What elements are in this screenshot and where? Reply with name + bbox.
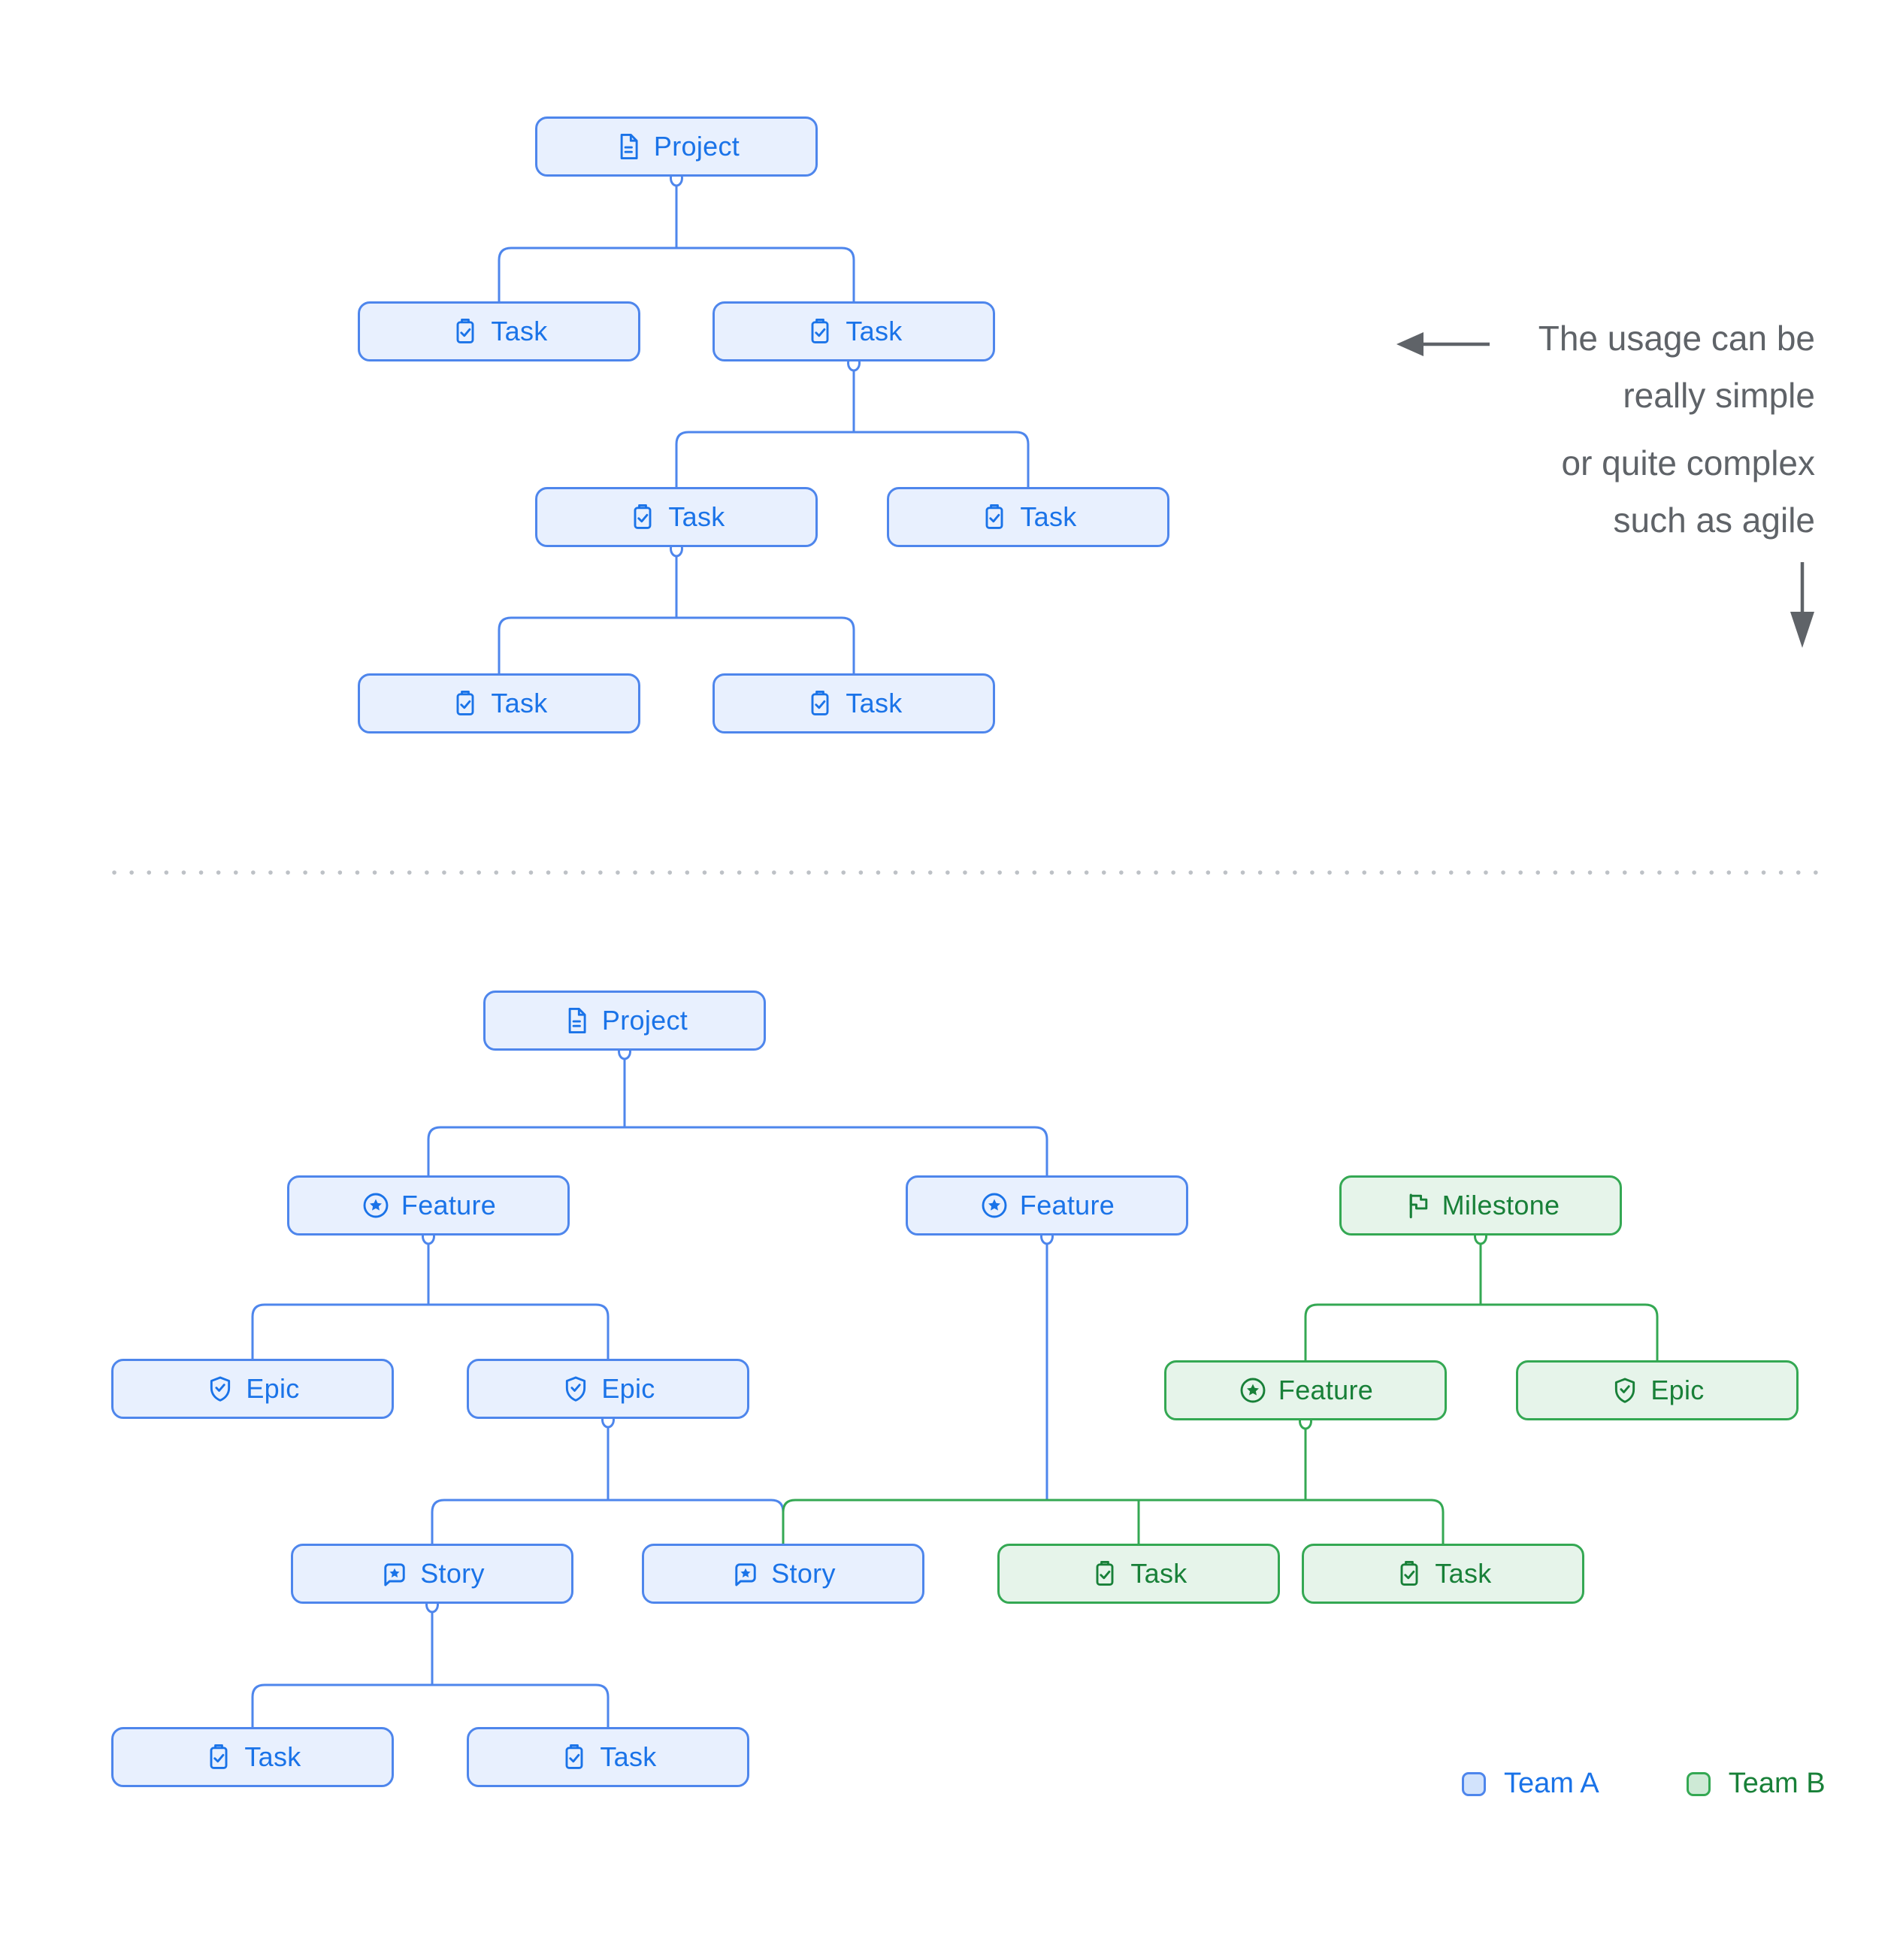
node-label: Task	[491, 316, 548, 346]
node-feature-1[interactable]: Feature	[287, 1175, 570, 1236]
annotation-simple: The usage can be really simple	[1538, 310, 1815, 424]
node-label: Task	[846, 688, 903, 718]
node-label: Epic	[1650, 1375, 1705, 1405]
annotation-complex: or quite complex such as agile	[1562, 434, 1816, 549]
task-icon	[1394, 1559, 1424, 1589]
node-task-3[interactable]: Task	[535, 487, 818, 547]
feature-icon	[1238, 1375, 1268, 1405]
annotation-line: really simple	[1623, 376, 1815, 415]
node-project[interactable]: Project	[483, 991, 766, 1051]
node-task-8[interactable]: Task	[467, 1727, 749, 1787]
team-a-swatch	[1462, 1771, 1486, 1796]
team-a-label: Team A	[1504, 1768, 1599, 1799]
node-label: Task	[1435, 1558, 1492, 1589]
node-label: Task	[668, 501, 725, 532]
task-icon	[628, 502, 658, 532]
story-icon	[380, 1559, 410, 1589]
node-label: Feature	[1278, 1375, 1374, 1405]
team-b-label: Team B	[1728, 1768, 1826, 1799]
annotation-line: or quite complex	[1561, 443, 1816, 482]
task-icon	[1090, 1559, 1120, 1589]
node-epic-team-b[interactable]: Epic	[1516, 1360, 1799, 1420]
task-icon	[805, 688, 835, 718]
node-label: Milestone	[1442, 1190, 1560, 1220]
node-feature-team-b[interactable]: Feature	[1164, 1360, 1447, 1420]
node-label: Task	[1130, 1558, 1187, 1589]
node-label: Feature	[1019, 1190, 1115, 1220]
document-icon	[613, 132, 643, 162]
epic-icon	[205, 1374, 235, 1404]
node-epic-2[interactable]: Epic	[467, 1359, 749, 1419]
legend: Team A Team B	[1462, 1768, 1826, 1800]
team-b-swatch	[1686, 1771, 1711, 1796]
node-task-team-b-1[interactable]: Task	[997, 1544, 1280, 1604]
node-label: Task	[600, 1741, 657, 1772]
node-task-team-b-2[interactable]: Task	[1302, 1544, 1584, 1604]
story-icon	[731, 1559, 761, 1589]
task-icon	[450, 316, 480, 346]
node-task-7[interactable]: Task	[111, 1727, 394, 1787]
node-label: Epic	[601, 1373, 655, 1404]
node-label: Project	[653, 131, 740, 162]
node-label: Task	[846, 316, 903, 346]
node-label: Task	[1020, 501, 1077, 532]
node-story-1[interactable]: Story	[291, 1544, 573, 1604]
task-icon	[805, 316, 835, 346]
node-story-2[interactable]: Story	[642, 1544, 924, 1604]
node-label: Story	[420, 1558, 485, 1589]
left-arrow-icon	[1396, 332, 1490, 356]
node-task-1[interactable]: Task	[358, 301, 640, 361]
node-feature-2[interactable]: Feature	[906, 1175, 1188, 1236]
down-arrow-icon	[1790, 562, 1814, 648]
epic-icon	[561, 1374, 591, 1404]
node-task-4[interactable]: Task	[887, 487, 1169, 547]
feature-icon	[361, 1190, 391, 1220]
task-icon	[559, 1742, 589, 1772]
task-icon	[204, 1742, 234, 1772]
annotation-line: The usage can be	[1538, 319, 1815, 358]
node-label: Task	[491, 688, 548, 718]
node-milestone[interactable]: Milestone	[1339, 1175, 1622, 1236]
node-label: Project	[601, 1005, 688, 1036]
node-task-2[interactable]: Task	[712, 301, 995, 361]
node-epic-1[interactable]: Epic	[111, 1359, 394, 1419]
node-label: Feature	[401, 1190, 497, 1220]
node-project[interactable]: Project	[535, 116, 818, 177]
node-label: Story	[771, 1558, 836, 1589]
node-task-6[interactable]: Task	[712, 673, 995, 733]
task-icon	[979, 502, 1009, 532]
node-task-5[interactable]: Task	[358, 673, 640, 733]
node-label: Task	[244, 1741, 301, 1772]
document-icon	[561, 1006, 591, 1036]
epic-icon	[1610, 1375, 1640, 1405]
feature-icon	[979, 1190, 1009, 1220]
annotation-line: such as agile	[1613, 501, 1816, 540]
flag-icon	[1402, 1190, 1432, 1220]
node-label: Epic	[246, 1373, 300, 1404]
task-icon	[450, 688, 480, 718]
